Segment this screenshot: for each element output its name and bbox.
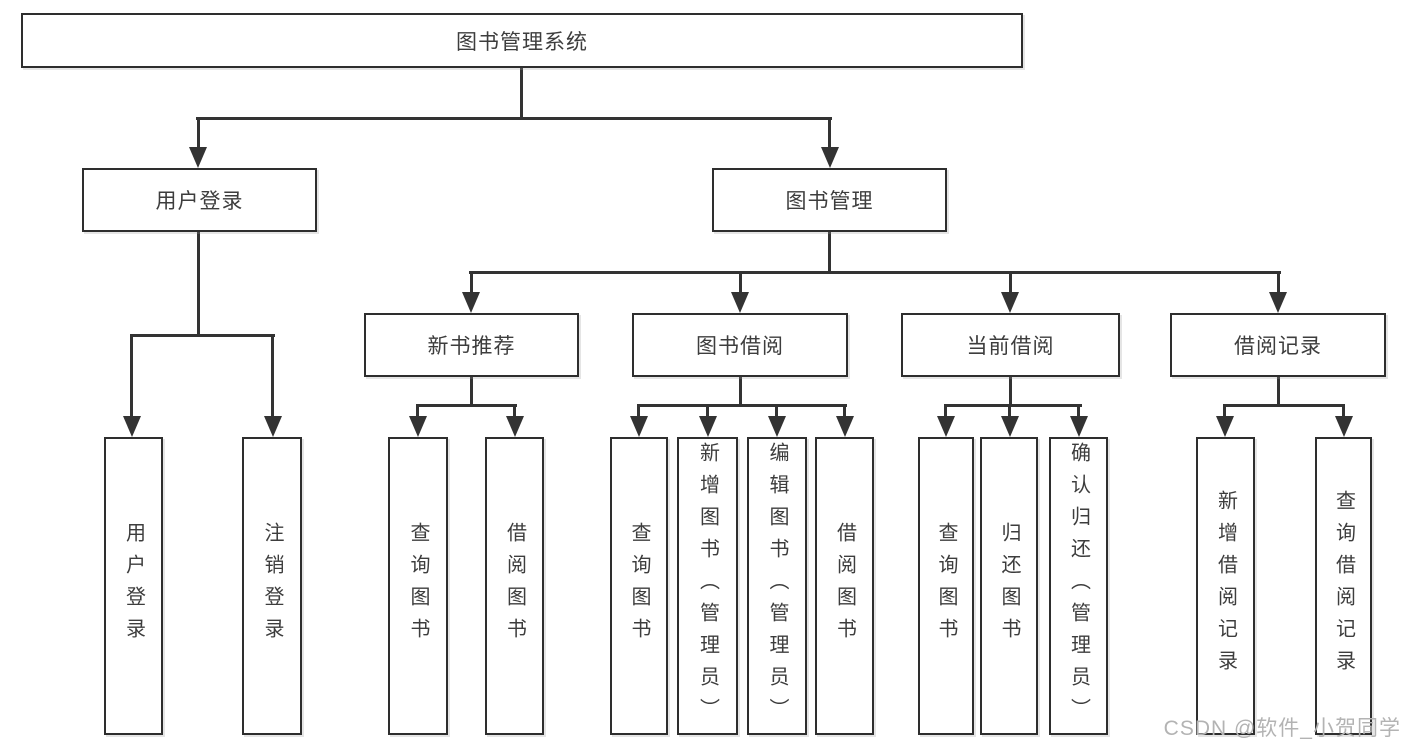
connector-newbook-rail <box>416 404 517 407</box>
arrowhead-icon <box>1335 416 1353 437</box>
connector-arrow-stem <box>470 271 473 297</box>
arrowhead-icon <box>836 416 854 437</box>
connector-arrow-stem <box>1223 404 1226 419</box>
leaf-confirm-return-admin: 确认归还（管理员） <box>1049 437 1108 735</box>
connector-arrow-stem <box>513 404 516 419</box>
connector-arrow-stem <box>828 117 831 151</box>
connector-newbook-stem <box>470 377 473 406</box>
node-book-management: 图书管理 <box>712 168 947 232</box>
arrowhead-icon <box>189 147 207 168</box>
leaf-add-books-admin: 新增图书（管理员） <box>677 437 738 735</box>
connector-bookmgmt-stem <box>828 232 831 274</box>
node-new-book-recommendation: 新书推荐 <box>364 313 579 377</box>
arrowhead-icon <box>1001 292 1019 313</box>
arrowhead-icon <box>506 416 524 437</box>
connector-arrow-stem <box>1277 271 1280 297</box>
connector-arrow-stem <box>1009 271 1012 297</box>
connector-bookborrow-rail <box>637 404 847 407</box>
connector-arrow-stem <box>1077 404 1080 419</box>
connector-bookborrow-stem <box>739 377 742 406</box>
connector-arrow-stem <box>197 117 200 151</box>
connector-arrow-stem <box>1008 404 1011 419</box>
node-user-login: 用户登录 <box>82 168 317 232</box>
node-book-borrowing: 图书借阅 <box>632 313 848 377</box>
leaf-edit-books-admin: 编辑图书（管理员） <box>747 437 807 735</box>
arrowhead-icon <box>462 292 480 313</box>
connector-arrow-stem <box>775 404 778 419</box>
connector-arrow-stem <box>944 404 947 419</box>
arrowhead-icon <box>1001 416 1019 437</box>
leaf-query-books-borrow: 查询图书 <box>610 437 668 735</box>
connector-arrow-stem <box>416 404 419 419</box>
arrowhead-icon <box>123 416 141 437</box>
leaf-query-books-recommend: 查询图书 <box>388 437 448 735</box>
connector-currentborrow-rail <box>944 404 1082 407</box>
arrowhead-icon <box>731 292 749 313</box>
leaf-add-borrow-record: 新增借阅记录 <box>1196 437 1255 735</box>
connector-arrow-stem <box>843 404 846 419</box>
csdn-watermark: CSDN @软件_小贺同学 <box>1163 717 1401 740</box>
connector-userlogin-rail <box>130 334 275 337</box>
connector-borrowrecords-rail <box>1223 404 1345 407</box>
arrowhead-icon <box>821 147 839 168</box>
connector-arrow-stem <box>130 334 133 419</box>
arrowhead-icon <box>1269 292 1287 313</box>
arrowhead-icon <box>630 416 648 437</box>
node-current-borrowing: 当前借阅 <box>901 313 1120 377</box>
connector-borrowrecords-stem <box>1277 377 1280 406</box>
connector-root-stem <box>520 68 523 119</box>
arrowhead-icon <box>937 416 955 437</box>
arrowhead-icon <box>768 416 786 437</box>
leaf-query-borrow-record: 查询借阅记录 <box>1315 437 1372 735</box>
connector-level3-rail <box>469 271 1281 274</box>
leaf-query-books-current: 查询图书 <box>918 437 974 735</box>
connector-userlogin-stem <box>197 232 200 336</box>
connector-arrow-stem <box>1342 404 1345 419</box>
connector-arrow-stem <box>739 271 742 297</box>
leaf-user-login: 用户登录 <box>104 437 163 735</box>
leaf-return-books: 归还图书 <box>980 437 1038 735</box>
leaf-logout: 注销登录 <box>242 437 302 735</box>
arrowhead-icon <box>1070 416 1088 437</box>
connector-arrow-stem <box>637 404 640 419</box>
connector-arrow-stem <box>706 404 709 419</box>
leaf-borrow-books: 借阅图书 <box>815 437 874 735</box>
arrowhead-icon <box>409 416 427 437</box>
node-borrowing-records: 借阅记录 <box>1170 313 1386 377</box>
leaf-borrow-books-recommend: 借阅图书 <box>485 437 544 735</box>
connector-arrow-stem <box>271 334 274 419</box>
node-library-management-system: 图书管理系统 <box>21 13 1023 68</box>
connector-level2-rail <box>196 117 832 120</box>
arrowhead-icon <box>699 416 717 437</box>
connector-currentborrow-stem <box>1009 377 1012 406</box>
arrowhead-icon <box>264 416 282 437</box>
arrowhead-icon <box>1216 416 1234 437</box>
